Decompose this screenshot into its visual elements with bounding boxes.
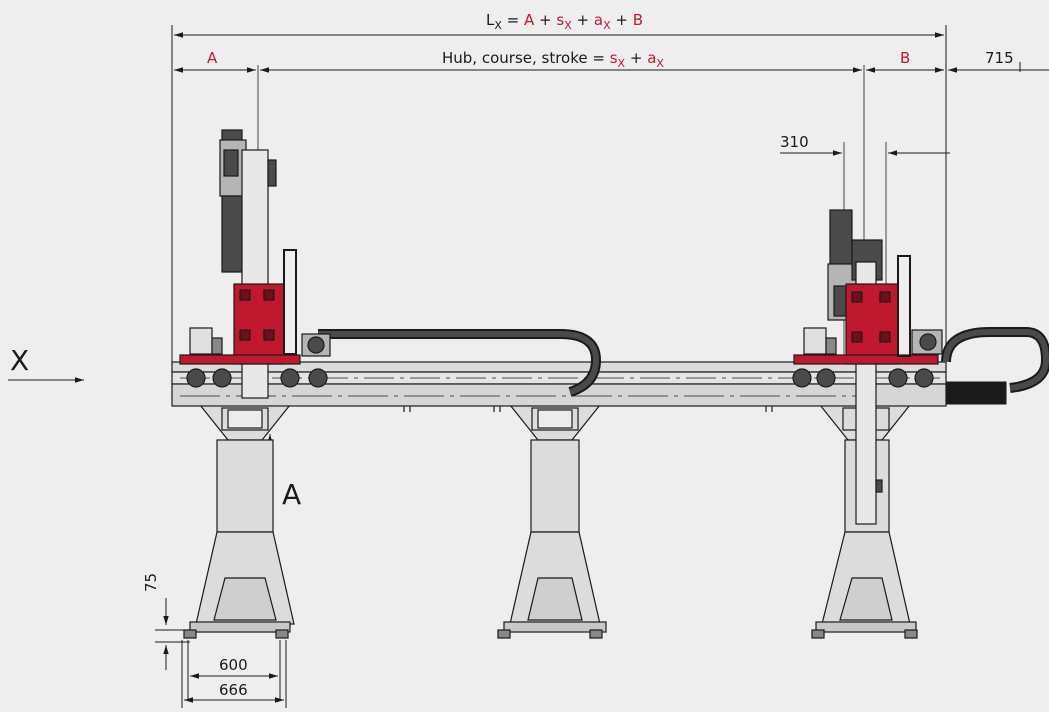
- dim-600-label: 600: [219, 656, 248, 674]
- support-leg-middle: [497, 404, 607, 639]
- dim-75-label: 75: [142, 573, 160, 592]
- main-beam: [171, 361, 947, 412]
- dim-310-label: 310: [780, 133, 809, 151]
- dim-a-label: A: [207, 49, 218, 67]
- x-axis-label: X: [10, 344, 29, 377]
- view-a-label: A: [282, 478, 301, 511]
- dim-666-label: 666: [219, 681, 248, 699]
- cable-chain: [318, 327, 1049, 405]
- support-leg-right: [811, 404, 918, 639]
- dim-b-label: B: [900, 49, 910, 67]
- carriage-left: [179, 129, 331, 399]
- carriage-right: [792, 209, 943, 525]
- support-leg-left: [183, 404, 295, 639]
- lx-formula: LX = A + sX + aX + B: [486, 11, 643, 32]
- stroke-label: Hub, course, stroke = sX + aX: [442, 49, 664, 70]
- dim-715-label: 715: [985, 49, 1014, 67]
